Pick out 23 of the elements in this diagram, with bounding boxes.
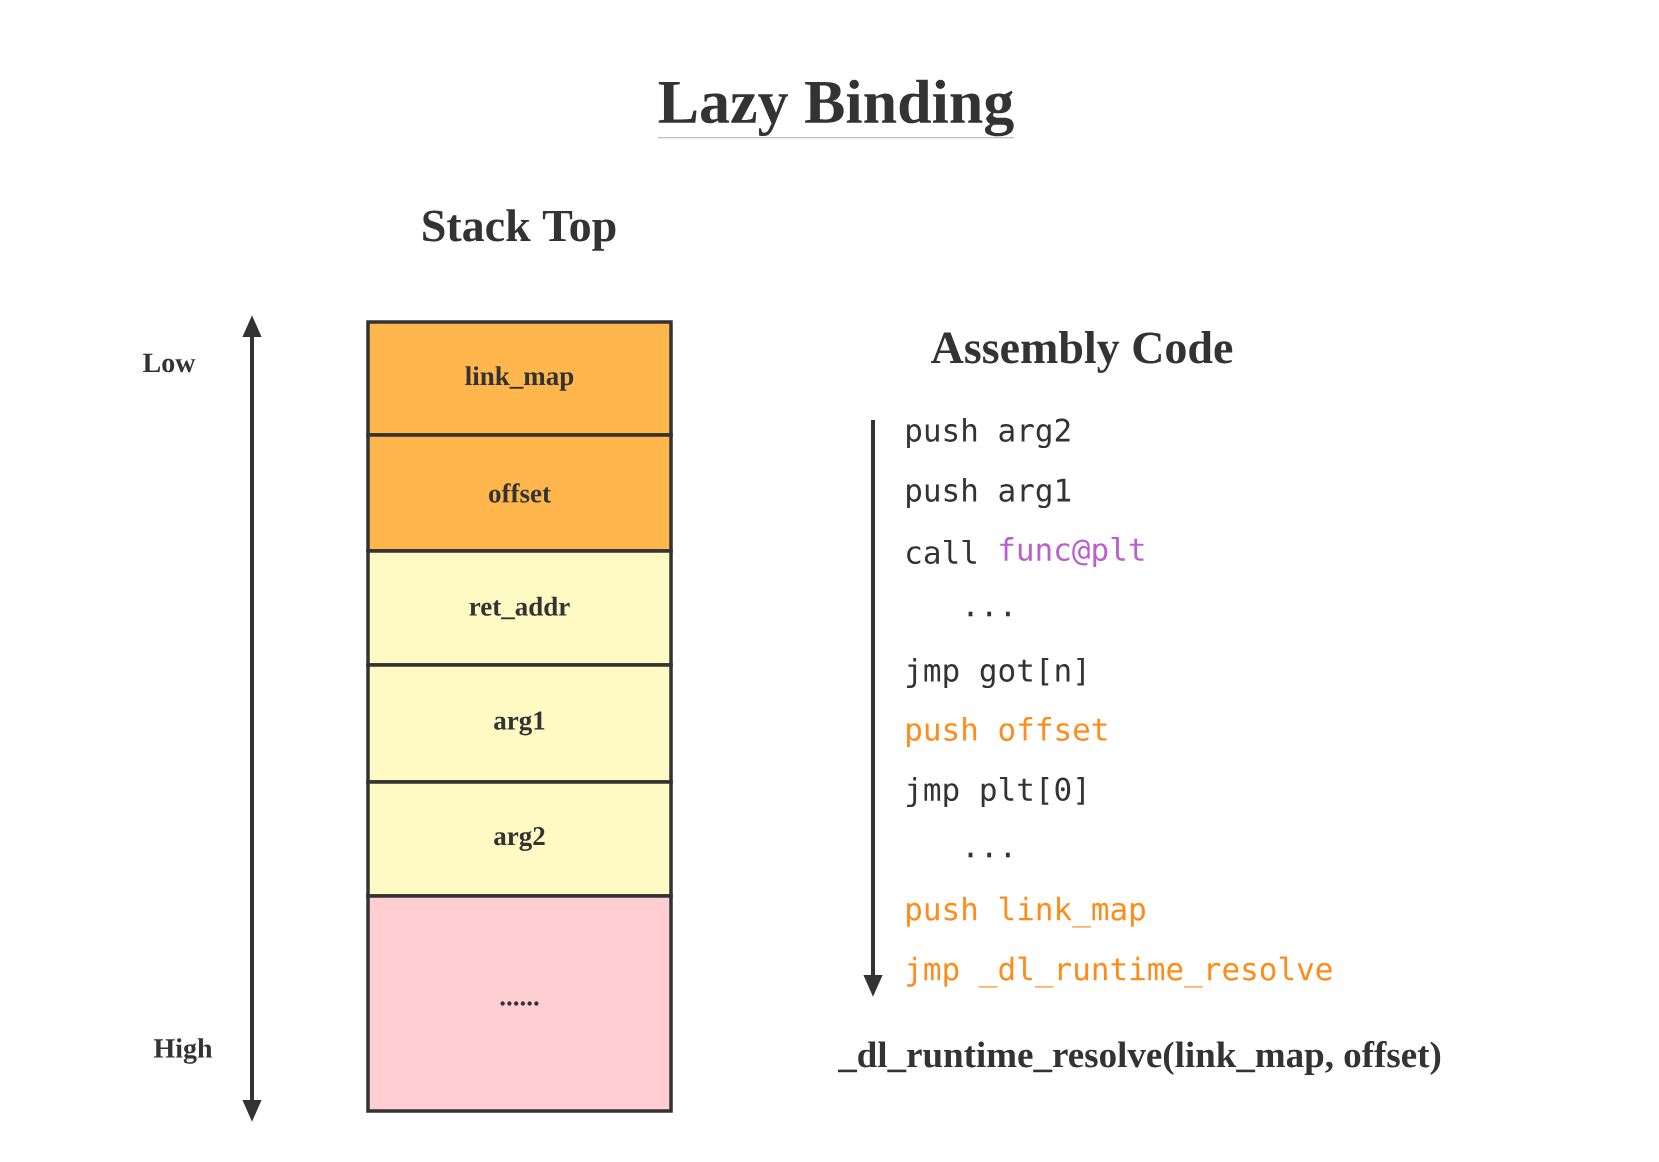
stack-cell: offset xyxy=(366,433,673,553)
stack-cell: arg1 xyxy=(366,663,673,784)
stack-cell: ...... xyxy=(366,894,673,1113)
title: Lazy Binding xyxy=(657,79,1015,138)
function-call: _dl_runtime_resolve(link_map, offset) xyxy=(837,1041,1441,1075)
stack-cell: arg2 xyxy=(366,780,673,898)
code-line: push offset xyxy=(907,717,1107,747)
code-line: jmp _dl_runtime_resolve xyxy=(907,956,1332,988)
stack-cell: link_map xyxy=(366,320,673,437)
code-line: push arg1 xyxy=(907,477,1071,509)
code-line: jmp got[n] xyxy=(907,657,1084,689)
code-line: ... xyxy=(968,611,1010,617)
code-line: ... xyxy=(968,852,1010,858)
code-line: push arg2 xyxy=(907,417,1070,449)
code-line: func@plt xyxy=(1000,536,1144,568)
axis-label: Low xyxy=(143,353,196,373)
axis-label: High xyxy=(153,1038,213,1064)
stack-cell: ret_addr xyxy=(366,549,673,667)
heading: Assembly Code xyxy=(931,331,1233,373)
code-line: push link_map xyxy=(907,896,1145,928)
code-line: call xyxy=(907,539,976,565)
code-line: jmp plt[0] xyxy=(907,776,1084,808)
heading: Stack Top xyxy=(423,209,616,251)
